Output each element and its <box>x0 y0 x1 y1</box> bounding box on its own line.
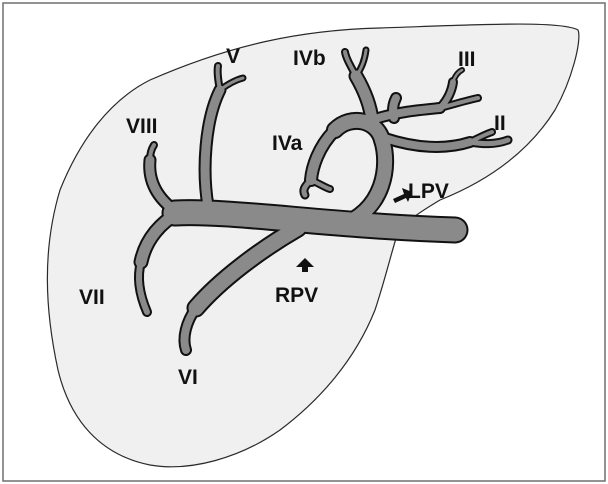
label-segment-vii: VII <box>79 286 105 309</box>
label-lpv: LPV <box>408 180 449 203</box>
label-segment-viii: VIII <box>126 115 158 138</box>
label-segment-ii: II <box>494 112 506 135</box>
label-segment-vi: VI <box>178 366 198 389</box>
label-segment-v: V <box>226 45 240 68</box>
label-segment-iva: IVa <box>272 132 303 155</box>
label-rpv: RPV <box>275 284 318 307</box>
label-segment-ivb: IVb <box>293 47 326 70</box>
label-segment-iii: III <box>458 48 476 71</box>
